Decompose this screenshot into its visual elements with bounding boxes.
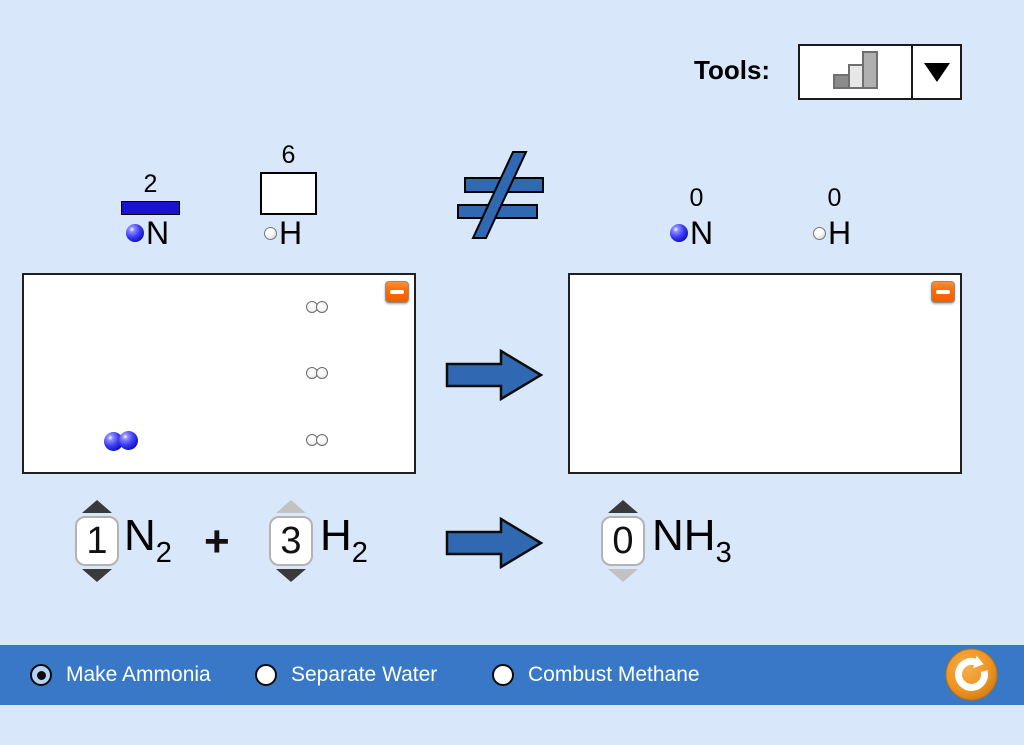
minus-icon: [936, 290, 950, 294]
formula-subscript: 2: [155, 537, 172, 569]
n-symbol: N: [146, 214, 170, 251]
h-atom-icon: [813, 226, 826, 240]
coefficient-value-n2: 1: [75, 516, 119, 566]
h-atom-icon: [264, 226, 277, 240]
n-bar: [121, 201, 180, 215]
tools-dropdown[interactable]: [798, 44, 962, 100]
reset-button[interactable]: [945, 648, 998, 701]
atom: [316, 367, 328, 379]
reset-arrow-icon: [955, 657, 989, 691]
h-atom-label-products: H: [813, 215, 851, 251]
dropdown-arrow-button[interactable]: [913, 46, 960, 98]
n-bar-indicator-products: 0: [667, 125, 726, 215]
n-count-products: 0: [689, 183, 704, 212]
spinner-up-arrow[interactable]: [82, 500, 112, 513]
radio-label[interactable]: Separate Water: [291, 663, 438, 686]
bar-charts-tool-icon[interactable]: [800, 46, 913, 98]
collapse-reactants-box-button[interactable]: [385, 281, 409, 303]
tools-label: Tools:: [694, 55, 771, 85]
reactants-box: [22, 273, 416, 474]
atom: [119, 431, 138, 450]
coefficient-spinner-h2: 3: [267, 500, 315, 582]
formula-base: NH: [652, 511, 716, 560]
n-atom-icon: [126, 224, 144, 242]
reaction-arrow-icon: [445, 348, 544, 402]
triangle-down-icon: [923, 62, 950, 82]
reaction-selection-bar: Make Ammonia Separate Water Combust Meth…: [0, 645, 1024, 705]
collapse-products-box-button[interactable]: [931, 281, 955, 303]
h-symbol: H: [828, 214, 852, 251]
formula-subscript: 2: [351, 537, 368, 569]
reaction-radio-make-ammonia[interactable]: Make Ammonia: [30, 645, 211, 705]
radio-label[interactable]: Combust Methane: [528, 663, 700, 686]
h-atom-label-reactants: H: [264, 215, 302, 251]
n-atom-label-reactants: N: [126, 215, 169, 251]
reaction-radio-separate-water[interactable]: Separate Water: [255, 645, 437, 705]
radio-button[interactable]: [492, 664, 514, 686]
reaction-radio-combust-methane[interactable]: Combust Methane: [492, 645, 700, 705]
products-box: [568, 273, 962, 474]
n-count-reactants: 2: [143, 169, 158, 198]
formula-h2: H2: [320, 511, 368, 569]
equation-arrow-icon: [445, 516, 544, 570]
h-bar-indicator-products: 0: [806, 125, 863, 215]
not-equals-icon: [457, 151, 544, 239]
spinner-up-arrow[interactable]: [608, 500, 638, 513]
products-molecule-layer: [570, 275, 960, 472]
n-atom-icon: [670, 224, 688, 242]
h-count-reactants: 6: [281, 140, 296, 169]
radio-button[interactable]: [255, 664, 277, 686]
n-bar-indicator-reactants: 2: [121, 125, 180, 215]
atom: [316, 301, 328, 313]
spinner-down-arrow[interactable]: [608, 569, 638, 582]
h-bar: [260, 172, 317, 215]
h-symbol: H: [279, 214, 303, 251]
coefficient-spinner-nh3: 0: [599, 500, 647, 582]
coefficient-value-nh3: 0: [601, 516, 645, 566]
h-count-products: 0: [827, 183, 842, 212]
spinner-down-arrow[interactable]: [276, 569, 306, 582]
n-atom-label-products: N: [670, 215, 713, 251]
minus-icon: [390, 290, 404, 294]
h-bar-indicator-reactants: 6: [260, 125, 317, 215]
radio-label[interactable]: Make Ammonia: [66, 663, 211, 686]
formula-base: N: [124, 511, 156, 560]
spinner-down-arrow[interactable]: [82, 569, 112, 582]
reactants-molecule-layer: [24, 275, 414, 472]
coefficient-spinner-n2: 1: [73, 500, 121, 582]
formula-subscript: 3: [715, 537, 732, 569]
spinner-up-arrow[interactable]: [276, 500, 306, 513]
formula-n2: N2: [124, 511, 172, 569]
n-symbol: N: [690, 214, 714, 251]
radio-dot: [36, 670, 46, 680]
bar-icon-tall: [862, 51, 878, 89]
formula-base: H: [320, 511, 352, 560]
formula-nh3: NH3: [652, 511, 732, 569]
radio-button[interactable]: [30, 664, 52, 686]
coefficient-value-h2: 3: [269, 516, 313, 566]
atom: [104, 432, 123, 451]
plus-sign: +: [204, 517, 230, 566]
atom: [316, 434, 328, 446]
